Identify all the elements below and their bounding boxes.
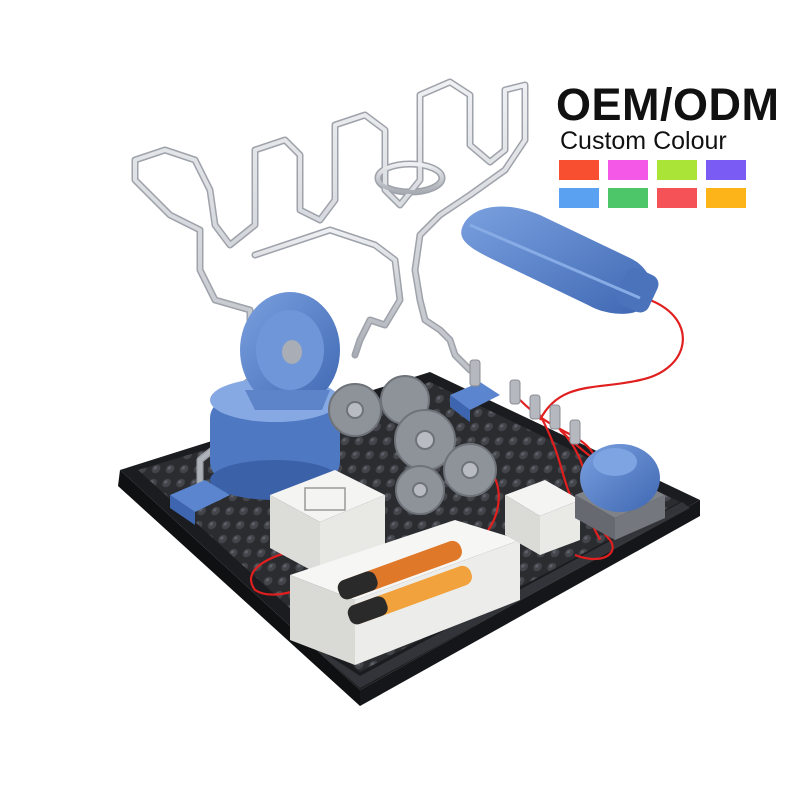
gear-train [328,375,497,515]
terminal-posts [469,359,581,445]
custom-colour-label: Custom Colour [560,127,727,155]
colour-swatch-sky-blue [559,188,599,208]
colour-swatch-green [608,188,648,208]
buzzer [575,444,665,540]
toggle-switch [505,480,580,555]
battery-box [290,520,520,665]
colour-swatch-grid [559,160,751,208]
oem-odm-headline: OEM/ODM [556,79,780,130]
wire-terminals [170,382,500,525]
motor-fan [210,292,340,500]
probe-handle [461,206,659,314]
colour-swatch-orange-red [559,160,599,180]
colour-swatch-magenta [608,160,648,180]
switch-module [270,470,385,575]
colour-swatch-violet [706,160,746,180]
colour-swatch-red [657,188,697,208]
colour-swatch-lime-green [657,160,697,180]
colour-swatch-amber [706,188,746,208]
battery-icon [337,540,472,625]
